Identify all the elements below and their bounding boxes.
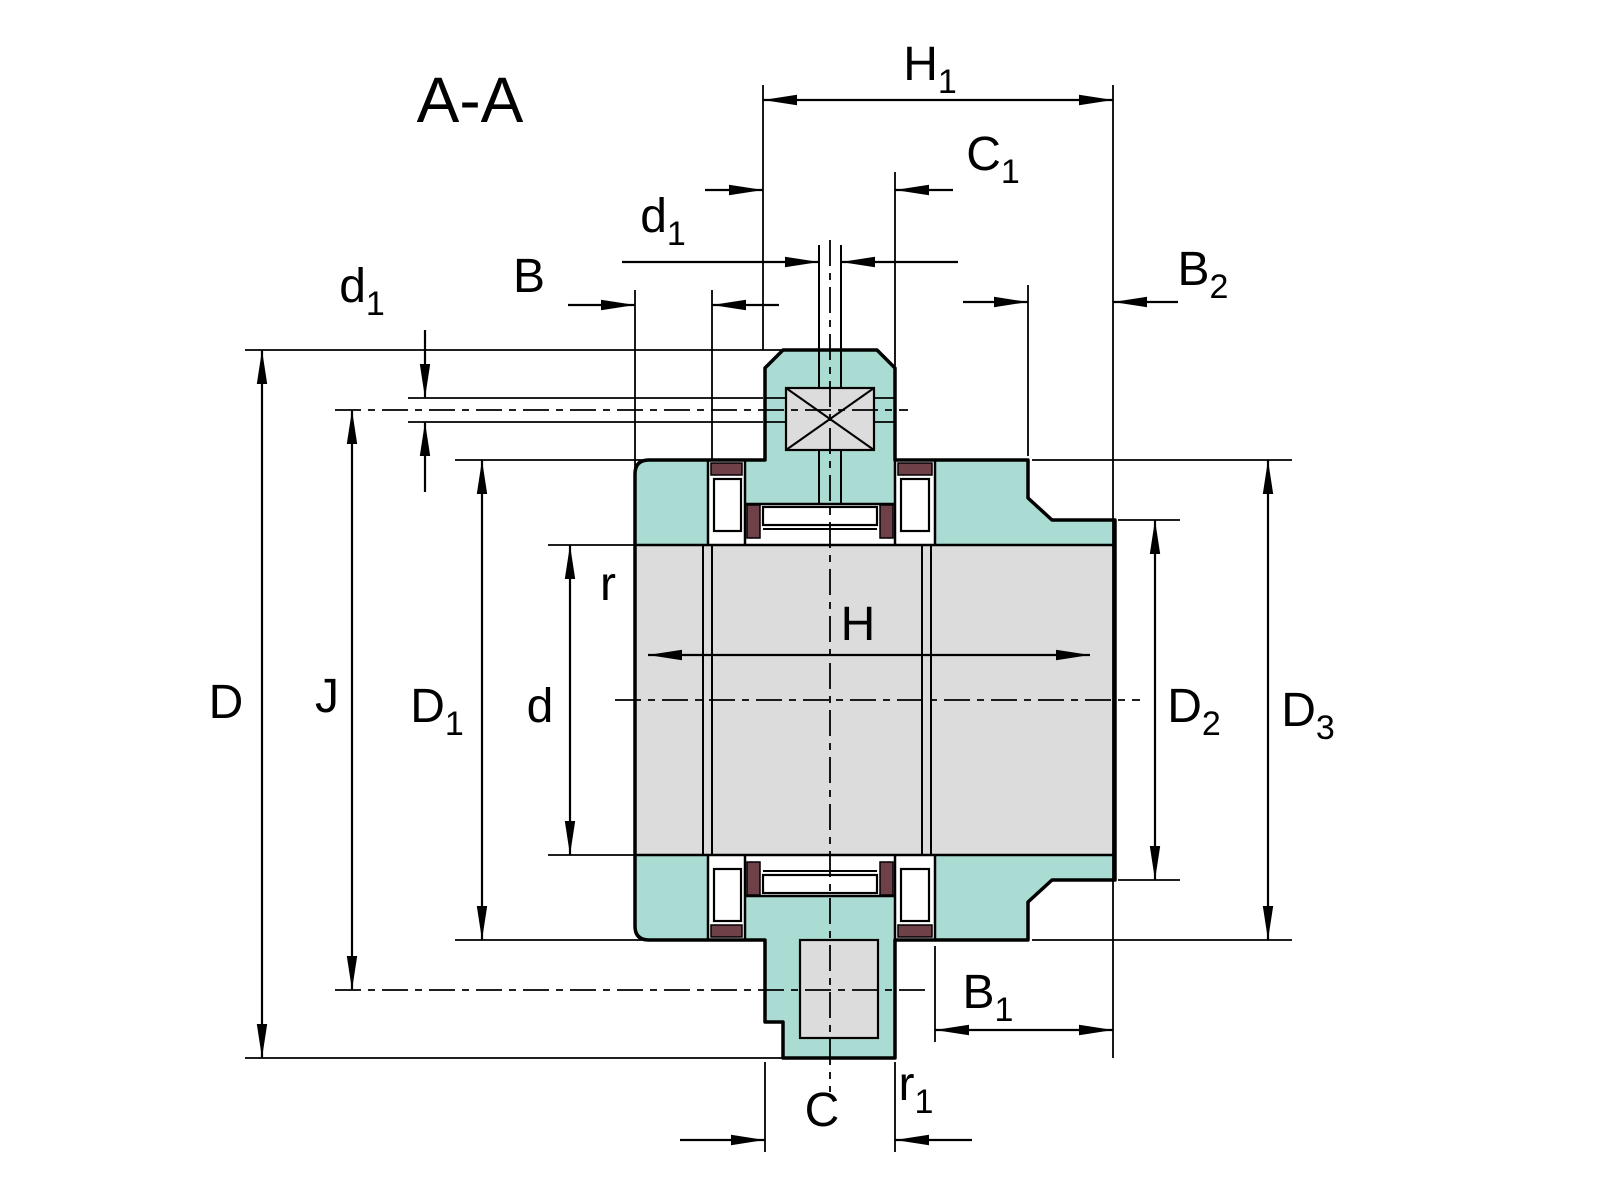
flange-top-right bbox=[935, 460, 1115, 545]
dim-label-H1: H1 bbox=[903, 38, 957, 101]
seal-axial-top-right bbox=[879, 504, 894, 539]
dimension-D2: D2 bbox=[1118, 519, 1221, 881]
dimension-C1: C1 bbox=[705, 128, 1020, 366]
dim-label-J: J bbox=[315, 670, 339, 723]
seal-bottom-right bbox=[897, 924, 933, 938]
dimension-B1: B1 bbox=[934, 946, 1113, 1042]
dim-label-D2: D2 bbox=[1167, 680, 1221, 743]
dimension-B2: B2 bbox=[963, 243, 1228, 456]
needle-roller-top-right bbox=[899, 477, 931, 533]
dimension-D1: D1 bbox=[410, 459, 648, 941]
section-title: A-A bbox=[417, 64, 524, 136]
dim-label-r: r bbox=[600, 558, 616, 611]
dim-label-C1: C1 bbox=[966, 128, 1020, 191]
dimension-B: B bbox=[513, 250, 779, 468]
flange-bottom-right bbox=[935, 855, 1115, 940]
dim-label-D: D bbox=[209, 676, 244, 729]
dim-label-B1: B1 bbox=[963, 966, 1014, 1029]
dim-label-r1: r1 bbox=[899, 1058, 934, 1121]
dim-label-d1-left: d1 bbox=[339, 260, 385, 323]
dimension-d1-left: d1 bbox=[339, 260, 763, 492]
needle-roller-top-left bbox=[712, 477, 743, 533]
dim-label-C: C bbox=[805, 1084, 840, 1137]
dim-label-d: d bbox=[527, 680, 554, 733]
lube-bore-bottom bbox=[798, 938, 880, 1040]
dimension-d: d bbox=[527, 544, 635, 856]
dim-label-B: B bbox=[513, 250, 545, 303]
dim-label-H: H bbox=[841, 598, 876, 651]
rolling-elements bbox=[712, 477, 931, 923]
seal-axial-bottom-right bbox=[879, 861, 894, 896]
centerlines bbox=[335, 240, 1140, 1092]
seal-bottom-left bbox=[710, 924, 743, 938]
dimension-r1: r1 bbox=[899, 1058, 934, 1121]
dimension-D: D bbox=[209, 349, 783, 1059]
seal-top-left bbox=[710, 462, 743, 476]
seal-top-right bbox=[897, 462, 933, 476]
dim-label-D1: D1 bbox=[410, 680, 464, 743]
axial-roller-top bbox=[761, 505, 879, 527]
dimension-d1-top: d1 bbox=[622, 190, 958, 268]
axial-roller-bottom bbox=[761, 873, 879, 895]
dimension-D3: D3 bbox=[1032, 459, 1335, 941]
lube-boss-bottom-base bbox=[745, 896, 895, 940]
dimension-J: J bbox=[315, 410, 358, 990]
needle-roller-bottom-right bbox=[899, 867, 931, 923]
bearing-seals bbox=[710, 462, 933, 938]
dimension-C: C bbox=[680, 1062, 972, 1152]
flange-top-left bbox=[635, 460, 708, 545]
dim-label-d1-top: d1 bbox=[640, 190, 686, 253]
seal-axial-bottom-left bbox=[746, 861, 761, 896]
dimension-r: r bbox=[600, 558, 616, 611]
flange-bottom-left bbox=[635, 855, 708, 940]
dimension-H: H bbox=[648, 598, 1090, 661]
needle-roller-bottom-left bbox=[712, 867, 743, 923]
seal-axial-top-left bbox=[746, 504, 761, 539]
dim-label-D3: D3 bbox=[1281, 684, 1335, 747]
dim-label-B2: B2 bbox=[1178, 243, 1229, 306]
